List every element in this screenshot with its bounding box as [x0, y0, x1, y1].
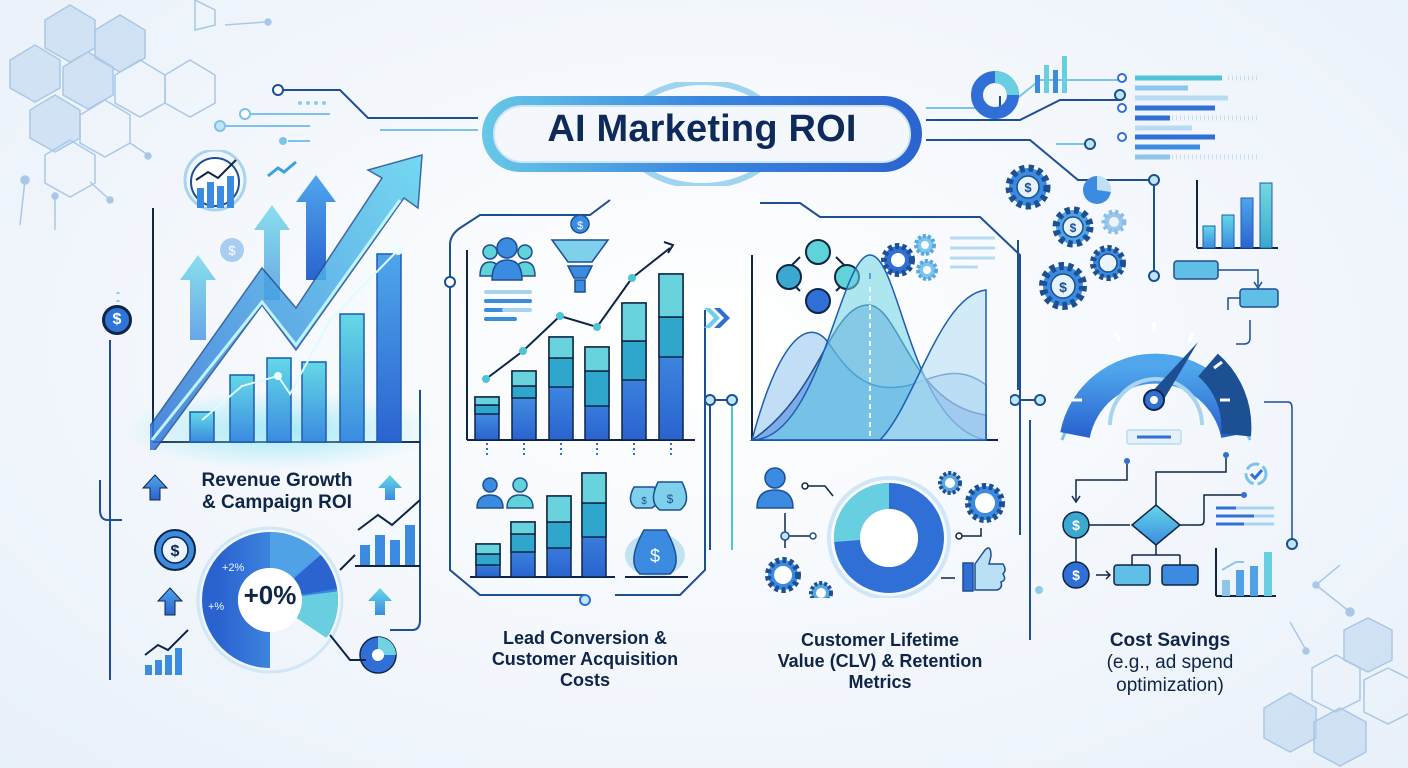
sales-funnel-icon: $	[550, 214, 610, 293]
dollar-gear-icon: $ $ $	[1005, 164, 1127, 310]
caption-line: (e.g., ad spend	[1106, 652, 1234, 674]
page-title: AI Marketing ROI	[547, 108, 857, 150]
dollar-coin-icon: $	[154, 529, 196, 571]
pie-chart-icon	[1083, 175, 1112, 204]
caption-line: Revenue Growth	[201, 470, 353, 491]
user-network-icon	[776, 239, 860, 314]
caption-line: optimization)	[1116, 674, 1224, 696]
svg-text:$: $	[577, 220, 583, 232]
cost-savings-caption: Cost Savings (e.g., ad spend optimizatio…	[1070, 630, 1270, 697]
svg-text:$: $	[1072, 567, 1080, 583]
clv-graphics	[749, 202, 1021, 535]
checkmark-icon	[1244, 462, 1268, 486]
caption-line: Metrics	[848, 672, 912, 693]
caption-line: Lead Conversion &	[502, 628, 668, 648]
donut-segment-label: +%	[208, 601, 225, 613]
clv-caption: Customer Lifetime Value (CLV) & Retentio…	[745, 630, 1015, 694]
pie-chart-icon	[359, 636, 397, 674]
revenue-growth-chart: $	[150, 150, 423, 450]
svg-text:$: $	[667, 492, 674, 506]
caption-line: Value (CLV) & Retention	[777, 651, 983, 672]
dollar-coin-icon: $	[102, 305, 132, 335]
svg-text:$: $	[228, 243, 236, 258]
growth-chart-icon	[355, 499, 421, 567]
flowchart-icon: $ $	[1062, 452, 1247, 589]
connector-line	[704, 394, 738, 550]
donut-chart-icon	[971, 71, 1019, 119]
gear-icon	[881, 234, 938, 281]
growth-chart-icon	[183, 150, 247, 212]
caption-line: & Campaign ROI	[202, 492, 352, 514]
donut-center-label: +0%	[243, 580, 297, 610]
thumbs-up-icon	[962, 547, 1006, 592]
money-bag-icon: $ $ $	[625, 481, 688, 577]
caption-line: Costs	[559, 670, 610, 691]
connector-line	[1010, 240, 1046, 640]
up-arrow-icon	[156, 587, 184, 616]
donut-segment-label: +2%	[222, 562, 245, 574]
svg-text:$: $	[1070, 221, 1077, 235]
trend-arrow-icon	[267, 160, 297, 178]
caption-line: Customer Lifetime	[800, 630, 960, 650]
revenue-caption: Revenue Growth & Campaign ROI	[182, 470, 372, 515]
bar-chart-icon	[1196, 180, 1278, 249]
up-arrow-icon	[378, 475, 402, 500]
cost-savings-top-graphics: $ $ $	[971, 56, 1279, 310]
user-icon	[756, 467, 794, 509]
caption-line: Cost Savings	[1109, 630, 1231, 651]
svg-text:$: $	[1072, 517, 1080, 533]
people-group-icon	[479, 237, 536, 281]
lead-conversion-graphics: $ $ $ $	[444, 199, 706, 606]
title-pill-frame	[482, 82, 922, 186]
bar-chart-icon	[1215, 548, 1276, 597]
caption-line: Customer Acquisition	[491, 649, 679, 670]
svg-text:$: $	[650, 546, 660, 566]
gauge-icon	[1060, 322, 1252, 445]
svg-text:$: $	[1059, 279, 1067, 295]
lead-conversion-caption: Lead Conversion & Customer Acquisition C…	[460, 628, 710, 692]
user-icon	[476, 477, 534, 509]
up-arrow-icon	[141, 474, 169, 501]
cost-savings-gauge-graphics: $ $	[1060, 320, 1298, 597]
svg-text:$: $	[641, 496, 647, 507]
donut-chart-icon	[827, 476, 951, 598]
up-arrow-icon	[368, 588, 392, 615]
revenue-roi-donut: $	[141, 474, 421, 675]
clv-retention-graphics	[756, 467, 1006, 598]
svg-text:$: $	[1024, 180, 1032, 195]
svg-text:$: $	[171, 543, 180, 560]
gear-icon	[765, 471, 1005, 598]
chevron-right-icon	[704, 308, 730, 328]
dollar-coin-icon	[220, 238, 244, 262]
